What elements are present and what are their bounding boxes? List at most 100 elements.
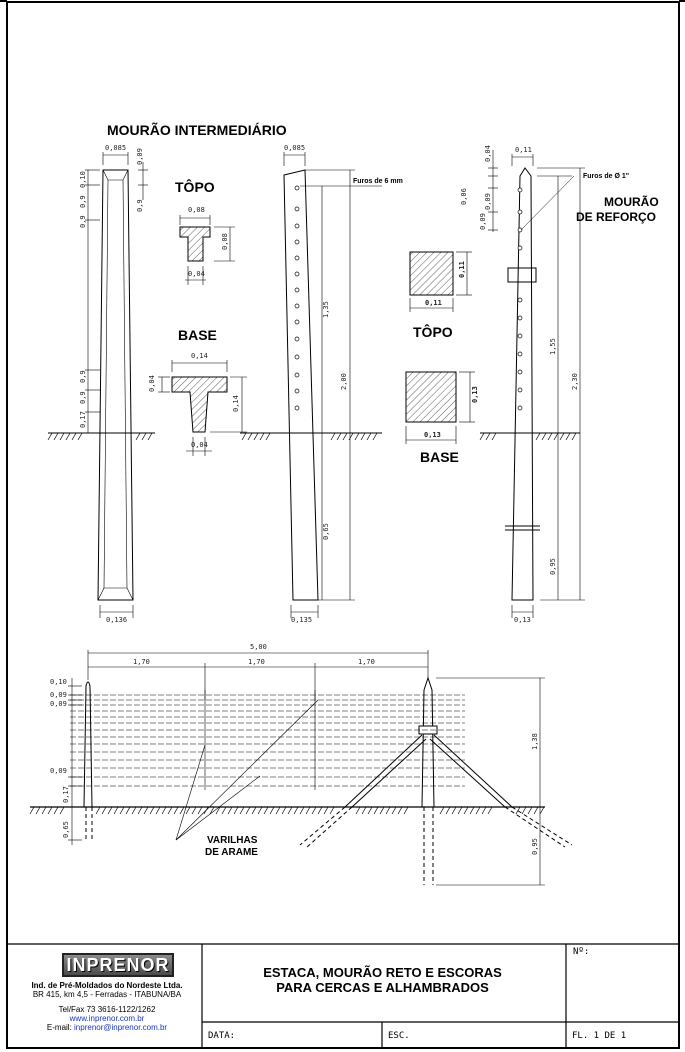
dim-base1-flange: 0,04: [148, 375, 156, 392]
dim-side-135: 1,35: [322, 301, 330, 318]
dim-reforco-009-a: 0,09: [484, 193, 492, 210]
topo-section-2: [409, 251, 454, 296]
base-section-1-dims: [158, 360, 247, 456]
base-section-2-dims: [405, 371, 475, 444]
dim-fence-010: 0,10: [50, 678, 67, 686]
dim-fence-065: 0,65: [62, 821, 70, 838]
data-label: DATA:: [208, 1031, 236, 1041]
dim-fence-009-a: 0,09: [50, 691, 67, 699]
email-label: E-mail:: [46, 1023, 72, 1032]
ground-hatch-3: [479, 432, 577, 441]
base-label-1: BASE: [178, 327, 217, 343]
dim-front-width-base: 0,136: [106, 616, 127, 624]
dim-reforco-004: 0,04: [484, 145, 492, 162]
dim-base2-width: 0,13: [424, 431, 441, 439]
topo-label-2: TÔPO: [413, 323, 453, 340]
topo-section-1-dims: [179, 215, 235, 285]
main-title: MOURÃO INTERMEDIÁRIO: [107, 121, 287, 138]
dim-reforco-230: 2,30: [571, 373, 579, 390]
numero-label: Nº:: [573, 947, 590, 957]
dim-fence-span-1: 1,70: [133, 658, 150, 666]
drawing-title-line-2: PARA CERCAS E ALHAMBRADOS: [276, 980, 489, 995]
company-address: BR 415, km 4,5 - Ferradas - ITABUNA/BA: [32, 990, 182, 999]
sheet-border: [6, 1, 680, 1049]
fence-braces: [299, 734, 573, 848]
company-name: Ind. de Pré-Moldados do Nordeste Ltda.: [31, 981, 183, 990]
fence-verticals: [204, 690, 316, 790]
dim-front-09-b: 0,9: [79, 215, 87, 228]
dim-topo2-height: 0,11: [458, 261, 466, 278]
ground-hatch-2: [241, 432, 378, 441]
dim-front-09-a: 0,9: [79, 195, 87, 208]
fence-posts: [83, 676, 438, 885]
fence-wires: [70, 694, 465, 787]
varilhas-label-2: DE ARAME: [205, 847, 258, 858]
dim-fence-total: 5,00: [250, 643, 267, 651]
dim-front-09-inner: 0,9: [136, 199, 144, 212]
dim-base1-web: 0,04: [191, 441, 208, 449]
mourao-reforco-view: [480, 167, 580, 601]
topo-section-2-dims: [409, 251, 472, 312]
dim-topo1-height: 0,08: [221, 233, 229, 250]
company-logo: INPRENOR: [62, 953, 174, 977]
drawing-title: ESTACA, MOURÃO RETO E ESCORAS PARA CERCA…: [205, 965, 560, 995]
dim-front-009-top: 0,09: [136, 148, 144, 165]
dim-reforco-top-width: 0,11: [515, 146, 532, 154]
reforco-holes: [517, 187, 523, 411]
dim-fence-095: 0,95: [531, 838, 539, 855]
dim-reforco-155: 1,55: [549, 338, 557, 355]
fence-right-dimensions: [436, 677, 545, 886]
reforco-label-1: MOURÃO: [604, 194, 659, 209]
furos-label: Furos de 6 mm: [353, 178, 403, 185]
dim-reforco-006: 0,06: [460, 188, 468, 205]
title-block-grid: [7, 943, 679, 1048]
dim-side-base-width: 0,135: [291, 616, 312, 624]
front-view-dimensions: [85, 152, 148, 618]
dim-fence-009-c: 0,09: [50, 767, 67, 775]
base-label-2: BASE: [420, 449, 459, 465]
fence-left-dimensions: [68, 678, 82, 845]
ground-hatch-4: [29, 806, 545, 815]
mourao-front-view: [48, 169, 155, 601]
mourao-side-view: [240, 169, 382, 601]
dim-reforco-095: 0,95: [549, 558, 557, 575]
company-website[interactable]: www.inprenor.com.br: [69, 1014, 145, 1023]
dim-front-09-d: 0,9: [79, 391, 87, 404]
dim-fence-138: 1,38: [531, 733, 539, 750]
dim-topo1-base: 0,04: [188, 270, 205, 278]
side-view-holes: [294, 185, 300, 411]
dim-reforco-base-width: 0,13: [514, 616, 531, 624]
furos-reforco-label: Furos de Ø 1": [583, 173, 629, 180]
company-phone: Tel/Fax 73 3616-1122/1262: [58, 1005, 156, 1014]
drawing-title-line-1: ESTACA, MOURÃO RETO E ESCORAS: [263, 965, 502, 980]
base-section-2: [405, 371, 457, 423]
dim-side-200: 2,00: [340, 373, 348, 390]
topo-section-1: [179, 226, 211, 262]
company-email-line: E-mail: inprenor@inprenor.com.br: [14, 1023, 200, 1032]
dim-front-010: 0,10: [79, 171, 87, 188]
dim-reforco-009-b: 0,09: [479, 213, 487, 230]
varilhas-label-1: VARILHAS: [207, 835, 258, 846]
topo-label-1: TÔPO: [175, 178, 215, 195]
dim-fence-017: 0,17: [62, 786, 70, 803]
reforco-label-2: DE REFORÇO: [576, 210, 656, 224]
folha-label: FL. 1 DE 1: [572, 1031, 627, 1041]
base-section-1: [171, 376, 228, 433]
escala-label: ESC.: [388, 1031, 410, 1041]
dim-side-065: 0,65: [322, 523, 330, 540]
dim-base1-height: 0,14: [232, 395, 240, 412]
varilhas-leaders: [175, 699, 319, 841]
ground-hatch-1: [47, 432, 153, 441]
dim-front-09-c: 0,9: [79, 370, 87, 383]
reforco-dimensions: [488, 150, 585, 618]
side-view-dimensions: [283, 152, 382, 618]
dim-fence-span-3: 1,70: [358, 658, 375, 666]
dim-fence-span-2: 1,70: [248, 658, 265, 666]
company-info: Ind. de Pré-Moldados do Nordeste Ltda. B…: [14, 981, 200, 1032]
dim-side-top-width: 0,085: [284, 144, 305, 152]
company-email[interactable]: inprenor@inprenor.com.br: [74, 1023, 168, 1032]
dim-front-017: 0,17: [79, 411, 87, 428]
dim-base1-width: 0,14: [191, 352, 208, 360]
dim-front-width-top: 0,085: [105, 144, 126, 152]
